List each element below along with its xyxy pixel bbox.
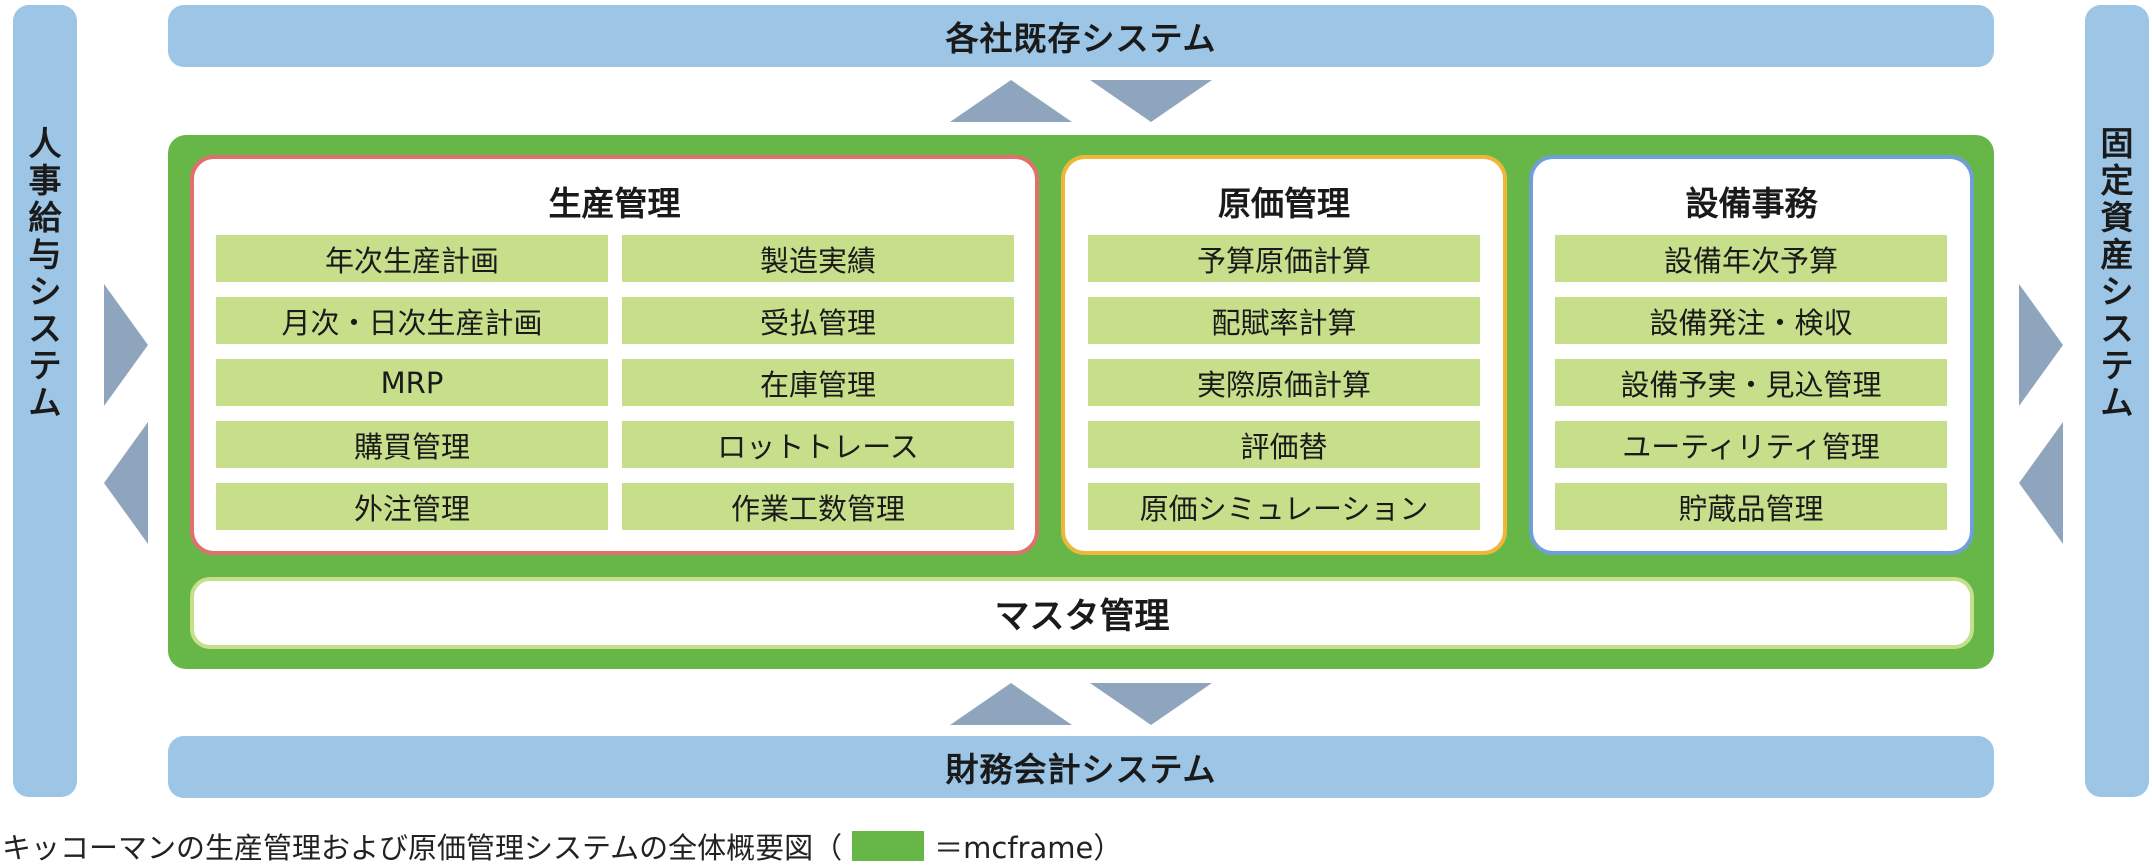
arrow-left-left-side-icon <box>104 422 148 544</box>
equipment-panel: 設備事務 設備年次予算 設備発注・検収 設備予実・見込管理 ユーティリティ管理 … <box>1529 155 1974 555</box>
production-item: MRP <box>216 359 608 406</box>
cost-panel: 原価管理 予算原価計算 配賦率計算 実際原価計算 評価替 原価シミュレーション <box>1061 155 1507 555</box>
production-item: 受払管理 <box>622 297 1014 344</box>
arrow-right-left-side-icon <box>104 284 148 406</box>
left-system-label: 人事給与システム <box>28 124 62 422</box>
equipment-item: 設備発注・検収 <box>1555 297 1947 344</box>
right-system-bar: 固定資産システム <box>2085 5 2149 797</box>
arrow-down-top-icon <box>1090 80 1212 122</box>
arrow-left-right-side-icon <box>2019 422 2063 544</box>
cost-item: 評価替 <box>1088 421 1480 468</box>
arrow-right-right-side-icon <box>2019 284 2063 406</box>
bottom-system-bar: 財務会計システム <box>168 736 1994 798</box>
bottom-system-label: 財務会計システム <box>945 750 1217 789</box>
right-system-label: 固定資産システム <box>2100 124 2134 422</box>
equipment-item: ユーティリティ管理 <box>1555 421 1947 468</box>
production-item: 年次生産計画 <box>216 235 608 282</box>
master-management-bar: マスタ管理 <box>190 577 1974 649</box>
cost-title: 原価管理 <box>1218 184 1350 223</box>
equipment-item: 貯蔵品管理 <box>1555 483 1947 530</box>
cost-item: 配賦率計算 <box>1088 297 1480 344</box>
arrow-up-top-icon <box>950 80 1072 122</box>
equipment-item: 設備年次予算 <box>1555 235 1947 282</box>
top-system-label: 各社既存システム <box>945 19 1217 58</box>
master-label: マスタ管理 <box>994 596 1170 637</box>
production-item: 購買管理 <box>216 421 608 468</box>
figure-caption: キッコーマンの生産管理および原価管理システムの全体概要図（ ＝mcframe） <box>2 826 1122 866</box>
equipment-title: 設備事務 <box>1685 184 1818 223</box>
production-item: 製造実績 <box>622 235 1014 282</box>
production-item: 作業工数管理 <box>622 483 1014 530</box>
production-item: ロットトレース <box>622 421 1014 468</box>
caption-legend-label: ＝mcframe） <box>934 831 1123 865</box>
production-panel: 生産管理 年次生産計画 月次・日次生産計画 MRP 購買管理 外注管理 製造実績… <box>190 155 1039 555</box>
caption-text: キッコーマンの生産管理および原価管理システムの全体概要図（ <box>2 831 843 865</box>
production-title: 生産管理 <box>548 184 681 223</box>
equipment-item: 設備予実・見込管理 <box>1555 359 1947 406</box>
cost-item: 予算原価計算 <box>1088 235 1480 282</box>
cost-item: 実際原価計算 <box>1088 359 1480 406</box>
production-item: 在庫管理 <box>622 359 1014 406</box>
left-system-bar: 人事給与システム <box>13 5 77 797</box>
cost-item: 原価シミュレーション <box>1088 483 1480 530</box>
production-item: 月次・日次生産計画 <box>216 297 608 344</box>
production-item: 外注管理 <box>216 483 608 530</box>
mcframe-legend-swatch <box>852 831 925 861</box>
top-system-bar: 各社既存システム <box>168 5 1994 67</box>
arrow-up-bottom-icon <box>950 683 1072 725</box>
arrow-down-bottom-icon <box>1090 683 1212 725</box>
